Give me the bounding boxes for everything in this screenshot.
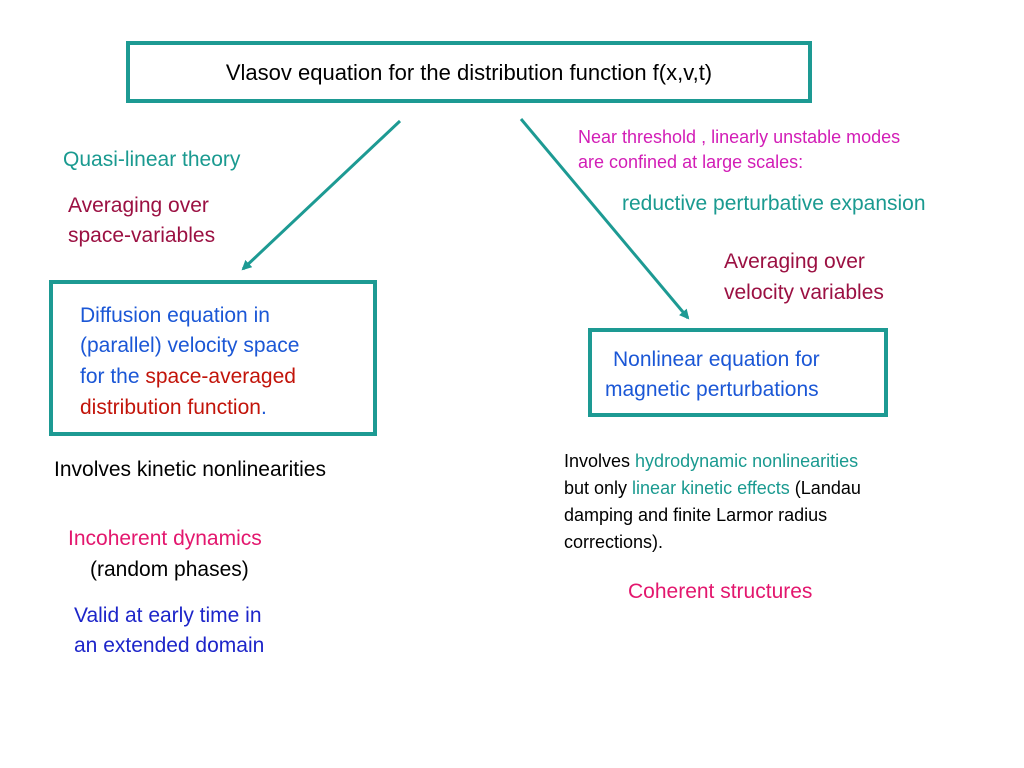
diffusion-line4: distribution function. [80,392,267,423]
linear-kinetic-effects-text: linear kinetic effects [632,478,790,498]
averaging-velocity-line2: velocity variables [724,281,884,304]
involves-line3: damping and finite Larmor radius [564,505,828,525]
diffusion-period: . [260,396,267,419]
diffusion-line3: for the space-averaged [80,361,296,392]
threshold-note-line2: are confined at large scales: [578,152,804,172]
valid-early-time-line2: an extended domain [74,634,265,657]
but-only-word: but only [564,478,633,498]
nonlinear-equation-box: Nonlinear equation for magnetic perturba… [588,328,888,417]
threshold-note-line1: Near threshold , linearly unstable modes [578,127,901,147]
averaging-space-line1: Averaging over [68,194,209,217]
nonlinear-line1: Nonlinear equation for [613,348,820,371]
kinetic-nonlinearities-note: Involves kinetic nonlinearities [54,458,326,481]
vlasov-equation-text: Vlasov equation for the distribution fun… [225,60,713,85]
quasi-linear-label: Quasi-linear theory [63,148,241,171]
involves-word: Involves [564,451,636,471]
reductive-expansion-label: reductive perturbative expansion [622,192,926,215]
arrow-left [241,119,402,271]
diffusion-line2: (parallel) velocity space [80,334,300,357]
vlasov-equation-box: Vlasov equation for the distribution fun… [126,41,812,103]
involves-line2: but only linear kinetic effects (Landau [564,475,861,501]
averaging-space-line2: space-variables [68,224,216,247]
incoherent-dynamics-label: Incoherent dynamics [68,527,262,550]
diffusion-line3-prefix: for the [80,365,146,388]
coherent-structures-label: Coherent structures [628,580,813,603]
landau-word: (Landau [789,478,861,498]
averaging-velocity-line1: Averaging over [724,250,865,273]
random-phases-label: (random phases) [90,558,249,581]
distribution-function-text: distribution function [80,396,261,419]
involves-line4: corrections). [564,532,664,552]
valid-early-time-line1: Valid at early time in [74,604,262,627]
diffusion-line1: Diffusion equation in [80,304,270,327]
involves-line1: Involves hydrodynamic nonlinearities [564,448,858,474]
nonlinear-line2: magnetic perturbations [605,378,819,401]
hydrodynamic-nonlinearities-text: hydrodynamic nonlinearities [635,451,859,471]
diffusion-equation-box: Diffusion equation in (parallel) velocit… [49,280,377,436]
arrow-right [519,118,690,320]
space-averaged-text: space-averaged [145,365,296,388]
